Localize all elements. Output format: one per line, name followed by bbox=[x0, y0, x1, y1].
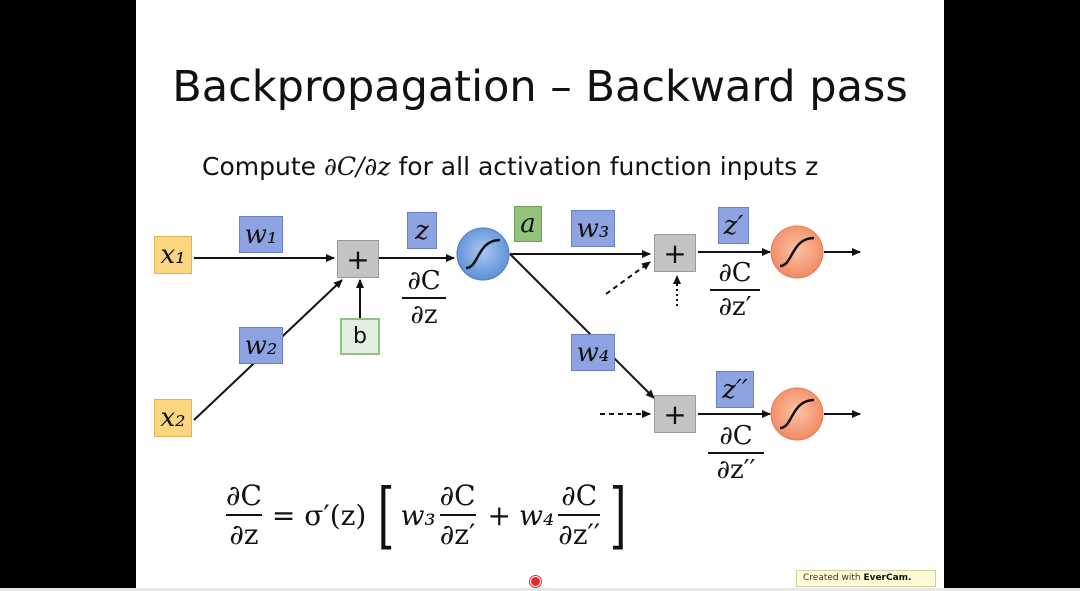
slide-subtitle: Compute ∂C/∂z for all activation functio… bbox=[202, 152, 818, 181]
fraction-numerator: ∂C bbox=[719, 421, 753, 451]
subtitle-suffix: for all activation function inputs z bbox=[390, 152, 819, 181]
fraction-dC-dz: ∂C ∂z bbox=[402, 266, 446, 330]
eq-fraction-2: ∂C ∂z′′ bbox=[558, 479, 601, 551]
neuron-sigmoid-blue bbox=[456, 227, 510, 281]
edge-neuron-sum-lower bbox=[509, 253, 655, 399]
subtitle-math: ∂C/∂z bbox=[323, 152, 391, 181]
bottom-strip bbox=[0, 588, 1080, 591]
eq-f2-den: ∂z′′ bbox=[558, 518, 601, 551]
fraction-numerator: ∂C bbox=[407, 266, 441, 296]
activation-a: a bbox=[514, 206, 542, 242]
subtitle-prefix: Compute bbox=[202, 152, 324, 181]
sum-node-upper: + bbox=[654, 234, 696, 272]
bias-b: b bbox=[340, 318, 380, 355]
neuron-sigmoid-orange-upper bbox=[770, 225, 824, 279]
eq-left-bracket: [ bbox=[377, 473, 395, 557]
eq-w3: w₃ bbox=[400, 498, 436, 532]
pointer-cursor bbox=[530, 576, 541, 587]
eq-f1-num: ∂C bbox=[439, 479, 476, 512]
watermark-brand: EverCam. bbox=[863, 573, 912, 583]
eq-right-bracket: ] bbox=[609, 473, 627, 557]
weight-w2: w₂ bbox=[239, 327, 283, 364]
value-z: z bbox=[407, 212, 437, 249]
eq-lhs-fraction: ∂C ∂z bbox=[226, 479, 262, 551]
eq-f1-den: ∂z′ bbox=[439, 518, 476, 551]
eq-fraction-1: ∂C ∂z′ bbox=[439, 479, 476, 551]
slide: Backpropagation – Backward pass Compute … bbox=[136, 0, 944, 588]
eq-lhs-num: ∂C bbox=[226, 479, 262, 512]
eq-w4: w₄ bbox=[519, 498, 555, 532]
input-x2: x₂ bbox=[154, 399, 192, 437]
value-z-prime: z′ bbox=[718, 207, 749, 244]
weight-w1: w₁ bbox=[239, 216, 283, 253]
evercam-watermark[interactable]: Created with EverCam. bbox=[796, 570, 936, 587]
edge-dashed-upper-a bbox=[605, 261, 651, 295]
eq-f2-num: ∂C bbox=[561, 479, 598, 512]
fraction-denominator: ∂z′ bbox=[718, 292, 752, 322]
input-x1: x₁ bbox=[154, 236, 192, 274]
eq-plus: + bbox=[487, 498, 512, 532]
fraction-denominator: ∂z bbox=[410, 300, 438, 330]
fraction-numerator: ∂C bbox=[718, 258, 752, 288]
sum-node-main: + bbox=[337, 240, 379, 278]
weight-w4: w₄ bbox=[571, 334, 615, 371]
sum-node-lower: + bbox=[654, 395, 696, 433]
value-z-double-prime: z′′ bbox=[716, 371, 754, 408]
fraction-denominator: ∂z′′ bbox=[716, 455, 756, 485]
slide-title: Backpropagation – Backward pass bbox=[172, 62, 908, 112]
eq-equals-sigma: = σ′(z) bbox=[271, 498, 367, 532]
watermark-prefix: Created with bbox=[803, 573, 864, 583]
weight-w3: w₃ bbox=[571, 210, 615, 247]
fraction-dC-dz-prime: ∂C ∂z′ bbox=[710, 258, 760, 322]
fraction-dC-dz-double-prime: ∂C ∂z′′ bbox=[708, 421, 764, 485]
neuron-sigmoid-orange-lower bbox=[770, 387, 824, 441]
backprop-equation: ∂C ∂z = σ′(z) [ w₃ ∂C ∂z′ + w₄ ∂C ∂z′′ ] bbox=[222, 470, 632, 560]
eq-lhs-den: ∂z bbox=[229, 518, 259, 551]
